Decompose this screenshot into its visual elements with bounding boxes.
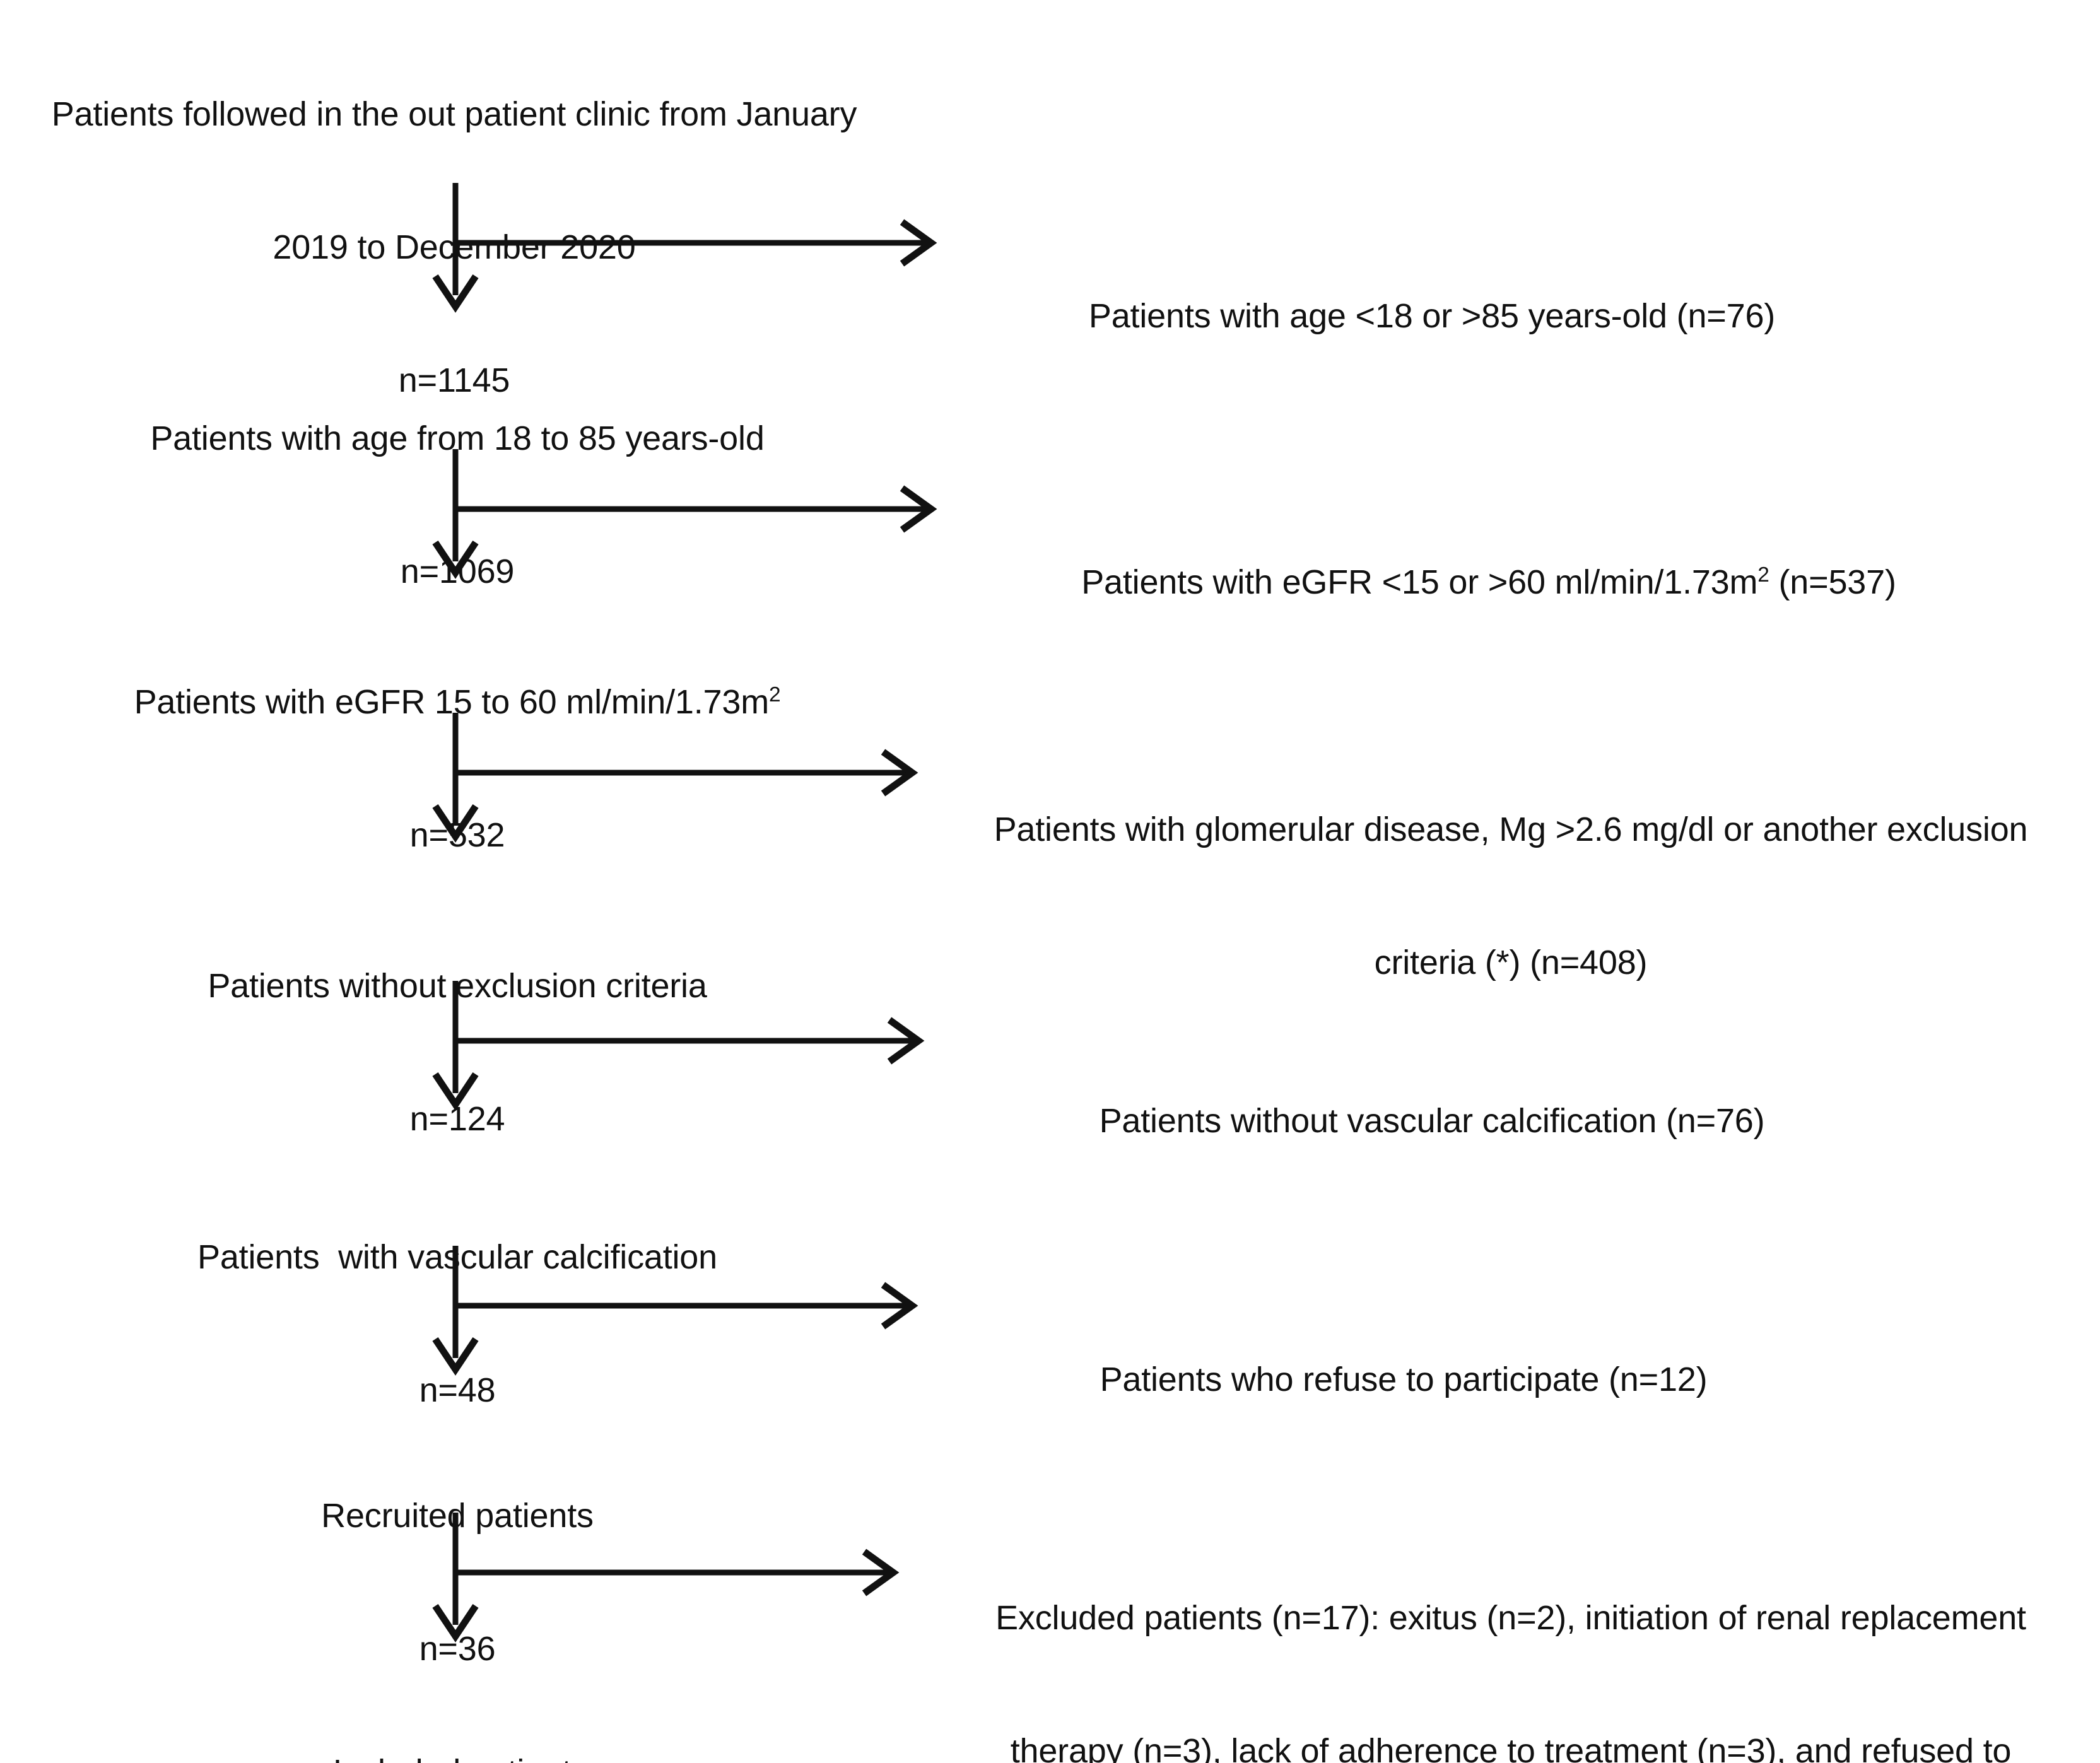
node-egfr-eligible-sup: 2	[769, 683, 781, 707]
node-screened-line2: 2019 to December 2020	[273, 228, 636, 266]
exclusion-egfr-text: Patients with eGFR <15 or >60 ml/min/1.7…	[984, 560, 1993, 604]
flow-node-screened: Patients followed in the out patient cli…	[13, 4, 896, 491]
exclusion-age-text: Patients with age <18 or >85 years-old (…	[1088, 297, 1776, 336]
connector-6	[404, 1513, 971, 1643]
exclusion-egfr-main: Patients with eGFR <15 or >60 ml/min/1.7…	[1081, 563, 1758, 602]
exclusion-egfr-tail: (n=537)	[1769, 563, 1896, 602]
flow-node-age-eligible: Patients with age from 18 to 85 years-ol…	[63, 328, 852, 682]
node-with-calcification-count: n=48	[419, 1371, 496, 1409]
node-no-exclusion-line1: Patients without exclusion criteria	[208, 967, 707, 1005]
flow-node-recruited: Recruited patients n=36	[202, 1405, 713, 1760]
connector-3	[404, 713, 971, 843]
exclusion-egfr-sup: 2	[1757, 563, 1769, 587]
flow-node-included: Included patients n=19 (12 controls + 7 …	[114, 1661, 807, 1763]
node-with-calcification-line1: Patients with vascular calcification	[197, 1238, 717, 1277]
flow-node-no-exclusion: Patients without exclusion criteria n=12…	[126, 876, 789, 1230]
node-screened-count: n=1145	[398, 361, 510, 399]
exclusion-criteria-line1: Patients with glomerular disease, Mg >2.…	[994, 811, 2028, 849]
exclusion-excluded-line2: therapy (n=3), lack of adherence to trea…	[1010, 1731, 2012, 1763]
node-included-line1: Included patients	[114, 1750, 807, 1763]
flow-node-egfr-eligible: Patients with eGFR 15 to 60 ml/min/1.73m…	[63, 592, 852, 946]
connector-5	[404, 1246, 971, 1376]
exclusion-refused-text: Patients who refuse to participate (n=12…	[1100, 1361, 1708, 1399]
exclusion-no-calcification-text: Patients without vascular calcification …	[1099, 1102, 1765, 1140]
node-recruited-line1: Recruited patients	[321, 1497, 594, 1535]
flow-node-with-calcification: Patients with vascular calcification n=4…	[126, 1147, 789, 1501]
exclusion-egfr: Patients with eGFR <15 or >60 ml/min/1.7…	[984, 472, 1993, 693]
exclusion-excluded-line1: Excluded patients (n=17): exitus (n=2), …	[995, 1599, 2026, 1637]
connector-2	[404, 449, 971, 579]
exclusion-criteria: Patients with glomerular disease, Mg >2.…	[934, 719, 2088, 1074]
connector-4	[404, 981, 971, 1111]
exclusion-age: Patients with age <18 or >85 years-old (…	[984, 206, 1880, 427]
node-age-eligible-line1: Patients with age from 18 to 85 years-ol…	[150, 419, 765, 458]
exclusion-excluded: Excluded patients (n=17): exitus (n=2), …	[934, 1508, 2088, 1763]
connector-1	[404, 183, 971, 313]
node-egfr-eligible-line1: Patients with eGFR 15 to 60 ml/min/1.73m…	[63, 680, 852, 724]
exclusion-criteria-line2: criteria (*) (n=408)	[1374, 943, 1648, 981]
node-screened-line1: Patients followed in the out patient cli…	[51, 95, 857, 134]
exclusion-refused: Patients who refuse to participate (n=12…	[984, 1269, 1823, 1491]
node-egfr-eligible-main: Patients with eGFR 15 to 60 ml/min/1.73m	[134, 683, 770, 722]
exclusion-no-calcification: Patients without vascular calcification …	[984, 1010, 1880, 1232]
